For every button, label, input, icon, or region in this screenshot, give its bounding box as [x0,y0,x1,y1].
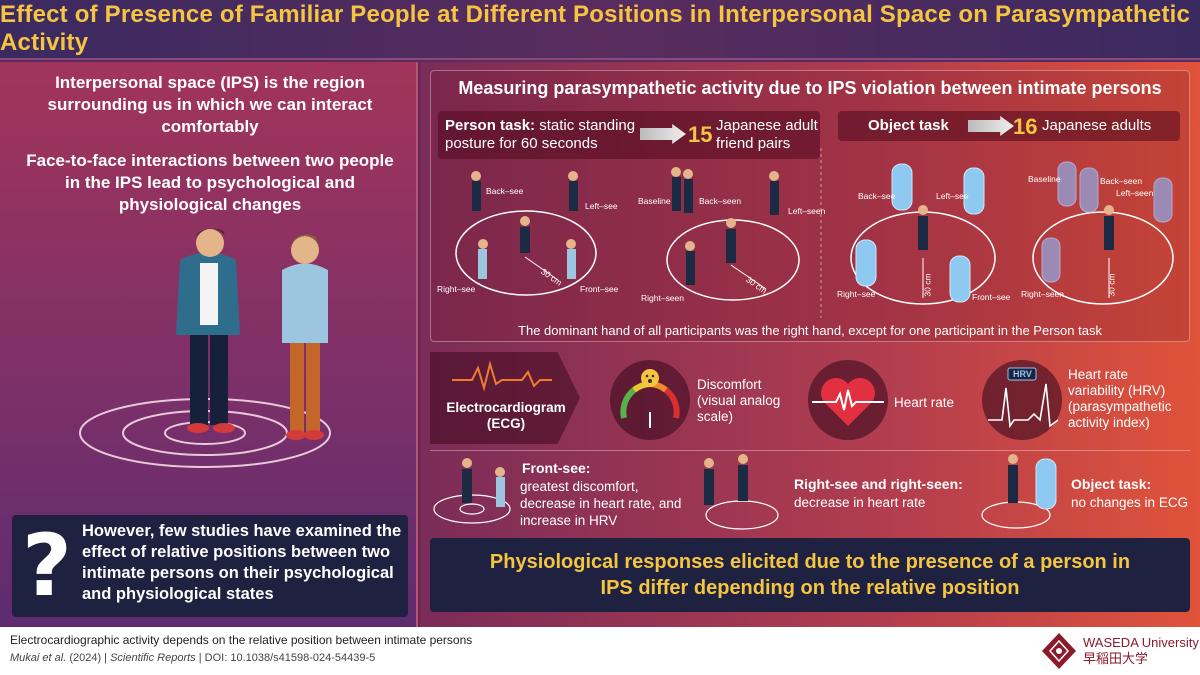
label-left-see: Left–see [936,191,969,201]
research-gap-text: However, few studies have examined the e… [82,522,402,603]
conclusion-line-1: Physiological responses elicited due to … [489,551,1131,573]
hrv-icon [988,367,1059,429]
ecg-label: Electrocardiogram (ECG) [446,400,566,431]
person-seen-diagram [666,167,800,301]
heart-rate-label: Heart rate [894,395,955,410]
person-count: 15 [688,122,713,147]
label-right-seen: Right–seen [1021,289,1065,299]
label-distance: 30 cm [922,273,933,297]
measurement-title: Measuring parasympathetic activity due t… [458,78,1162,98]
university-name: WASEDA University 早稲田大学 [1083,635,1199,667]
object-see-diagram [850,163,996,305]
person-see-diagram [455,171,597,296]
label-distance: 30 cm [1106,273,1117,297]
waseda-logo-icon [1042,633,1076,669]
label-left-seen: Left–seen [1116,188,1154,198]
person-task-box [438,111,820,159]
object-task-text: no changes in ECG [1071,495,1189,510]
footer-title: Electrocardiographic activity depends on… [10,633,473,647]
object-seen-diagram [1032,161,1174,305]
face-to-face-statement: Face-to-face interactions between two pe… [26,151,394,214]
object-count: 16 [1013,114,1038,139]
conclusion-box: Physiological responses elicited due to … [430,538,1190,612]
right-see-text: decrease in heart rate [794,495,926,510]
conclusion-line-2: IPS differ depending on the relative pos… [600,577,1020,599]
arrow-right-icon [640,124,686,144]
discomfort-label: Discomfort (visual analog scale) [697,377,781,424]
university-name-jp: 早稲田大学 [1083,651,1149,666]
header-banner: Effect of Presence of Familiar People at… [0,0,1200,60]
ips-illustration [79,228,331,468]
object-task-title: Object task: [1071,476,1152,492]
hrv-badge: HRV [1013,369,1032,379]
object-participants: Japanese adults [1042,117,1152,134]
label-back-see: Back–see [858,191,896,201]
question-box [12,515,408,617]
dominant-hand-note: The dominant hand of all participants wa… [518,323,1102,338]
ecg-wave-icon [452,360,552,392]
person-back-icon [282,234,328,440]
cite-year: (2024) [69,652,102,664]
front-see-text: greatest discomfort, decrease in heart r… [520,479,682,528]
arrow-right-icon [968,116,1014,136]
person-participants: Japanese adult friend pairs [716,117,818,152]
object-task-illustration [981,454,1057,529]
label-back-see: Back–see [486,186,524,196]
hrv-label: Heart rate variability (HRV) (parasympat… [1068,367,1172,430]
person-task-label: Person task: [445,117,536,134]
right-see-illustration [704,454,779,530]
page-title: Effect of Presence of Familiar People at… [0,1,1191,56]
question-mark-icon: ? [22,516,72,616]
label-left-see: Left–see [585,201,618,211]
ecg-tab [430,352,580,444]
person-task-description: Person task: static standing posture for… [445,117,645,153]
cite-sep: | [198,652,205,664]
discomfort-gauge-icon [620,369,680,428]
heart-icon [812,378,884,426]
right-see-title: Right-see and right-seen: [794,476,963,492]
person-front-icon [176,228,240,433]
cite-journal: Scientific Reports [110,652,196,664]
cite-authors: Mukai et al. [10,652,67,664]
label-front-see: Front–see [972,292,1011,302]
cite-sep: | [104,652,111,664]
object-task-label: Object task [868,117,949,134]
cite-doi: DOI: 10.1038/s41598-024-54439-5 [204,652,376,664]
person-task-desc: static standing posture for 60 seconds [445,117,636,152]
label-left-seen: Left–seen [788,206,826,216]
divider [430,450,1190,451]
front-see-title: Front-see: [522,460,591,476]
ips-definition: Interpersonal space (IPS) is the region … [47,73,373,136]
label-baseline: Baseline [1028,174,1061,184]
footer-citation: Mukai et al. (2024) | Scientific Reports… [10,652,375,664]
label-back-seen: Back–seen [1100,176,1143,186]
front-see-illustration [433,458,511,524]
task-divider [820,148,822,318]
label-right-seen: Right–seen [641,293,685,303]
label-front-see: Front–see [580,284,619,294]
label-back-seen: Back–seen [699,196,742,206]
university-name-en: WASEDA University [1083,635,1199,650]
footer [0,627,1200,675]
label-right-see: Right–see [837,289,876,299]
label-right-see: Right–see [437,284,476,294]
label-baseline: Baseline [638,196,671,206]
